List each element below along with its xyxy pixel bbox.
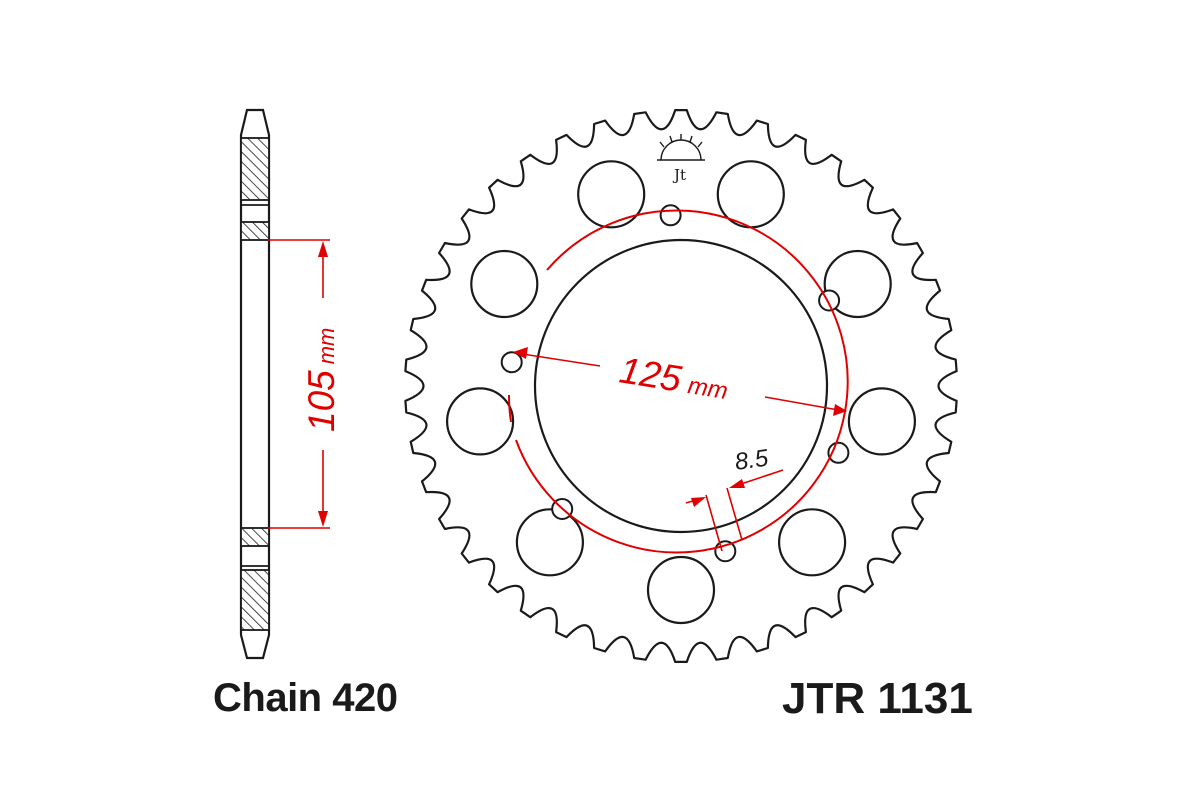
side-profile-view <box>239 108 271 660</box>
pcd-circle-arc-dash <box>507 394 512 423</box>
pcd-dimension: 125mm <box>513 347 847 416</box>
lightening-hole <box>515 508 585 577</box>
lightening-hole <box>823 249 892 319</box>
logo-mark: Jt <box>672 166 686 184</box>
hatch-top-rim <box>240 137 270 201</box>
lightening-hole <box>777 508 847 577</box>
manufacturer-logo: Jt <box>657 134 705 184</box>
hub-diameter-unit: mm <box>314 328 339 365</box>
bolt-hole <box>659 204 682 227</box>
pcd-arrow-right <box>833 404 847 416</box>
bolt-arrow-right <box>729 479 745 488</box>
hatch-bottom-rim <box>240 569 270 631</box>
front-view: Jt 125mm 8.5 <box>404 109 958 663</box>
lightening-hole <box>446 387 515 456</box>
hatch-top-hub <box>240 221 270 241</box>
bolt-arrow-left <box>691 497 706 507</box>
bolt-hole <box>818 289 841 312</box>
pcd-arrow-left <box>513 347 528 359</box>
lightening-holes <box>446 160 917 625</box>
dimension-arrow-up <box>318 241 328 257</box>
side-profile-outline <box>239 108 271 660</box>
center-bore <box>533 238 829 534</box>
bolt-hole <box>500 351 523 374</box>
pcd-value: 125 <box>617 349 685 399</box>
pcd-unit: mm <box>686 372 730 405</box>
hub-diameter-value: 105 <box>301 370 342 432</box>
lightening-hole <box>646 555 716 625</box>
hatch-bottom-hub <box>240 527 270 547</box>
lightening-hole <box>847 387 917 456</box>
lightening-hole <box>577 160 646 229</box>
hub-diameter-text: 105 mm <box>301 328 342 432</box>
bolt-hole-dimension: 8.5 <box>685 444 784 552</box>
lightening-hole <box>470 249 539 319</box>
bolt-hole-text: 8.5 <box>733 444 770 475</box>
dimension-arrow-down <box>318 511 328 527</box>
pcd-text: 125mm <box>617 349 732 407</box>
pcd-circle-arc <box>515 209 849 554</box>
chain-size-label: Chain 420 <box>213 676 398 720</box>
hub-dimension: 105 mm <box>268 239 342 529</box>
part-number-label: JTR 1131 <box>782 674 973 723</box>
